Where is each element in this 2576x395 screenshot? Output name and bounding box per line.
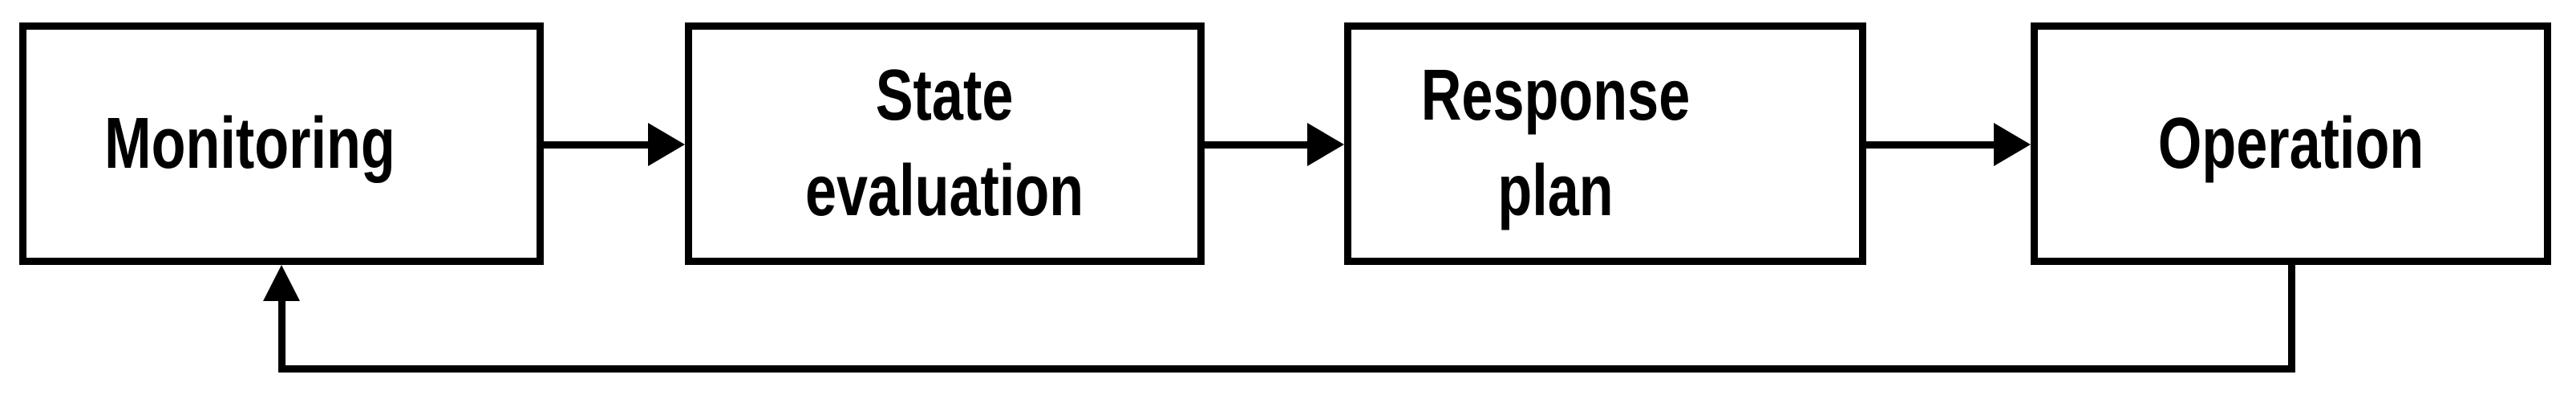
feedback-line-rise-to-monitoring <box>278 299 286 373</box>
node-operation-label: Operation <box>2157 103 2424 184</box>
node-response-plan: Response plan <box>1344 22 1866 265</box>
node-monitoring-label: Monitoring <box>103 103 395 184</box>
arrow-response-plan-to-operation-arrowhead-icon <box>1994 123 2031 166</box>
arrow-state-evaluation-to-response-plan-arrowhead-icon <box>1307 123 1344 166</box>
node-state-evaluation-label: State evaluation <box>805 55 1084 231</box>
node-operation: Operation <box>2031 22 2551 265</box>
feedback-line-drop-from-operation <box>2288 265 2295 373</box>
node-monitoring: Monitoring <box>19 22 544 265</box>
arrow-response-plan-to-operation-shaft <box>1866 141 1997 149</box>
feedback-arrowhead-icon <box>263 265 300 301</box>
node-response-plan-label: Response plan <box>1420 55 1691 231</box>
arrow-monitoring-to-state-evaluation-shaft <box>544 141 651 149</box>
node-state-evaluation: State evaluation <box>685 22 1205 265</box>
arrow-state-evaluation-to-response-plan-shaft <box>1205 141 1310 149</box>
feedback-line-bottom-run <box>278 365 2295 373</box>
arrow-monitoring-to-state-evaluation-arrowhead-icon <box>648 123 685 166</box>
